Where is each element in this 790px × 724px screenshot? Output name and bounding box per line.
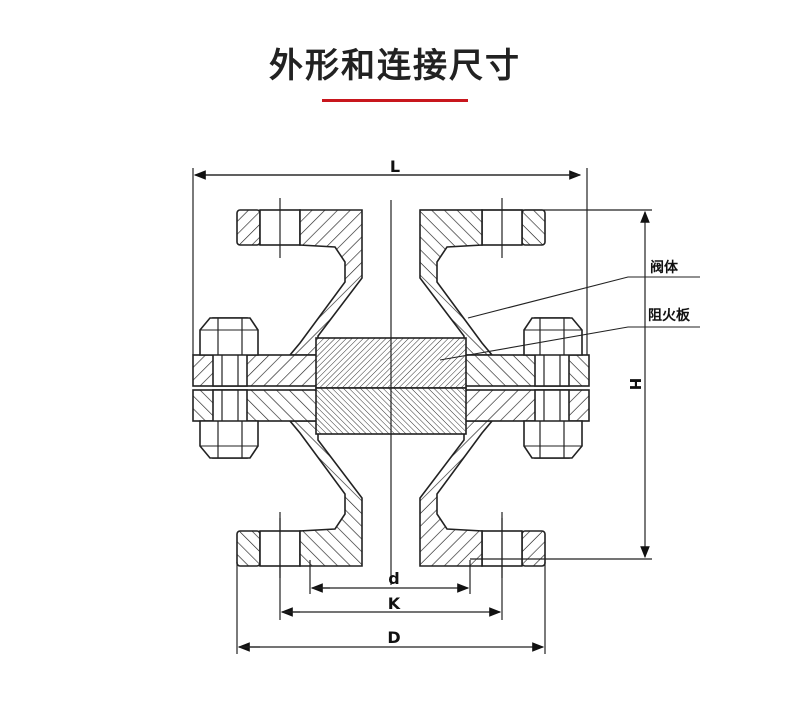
- dimension-label-D: D: [387, 628, 400, 647]
- dimension-lines-bottom: [236, 512, 546, 654]
- page-title: 外形和连接尺寸: [269, 46, 521, 86]
- callout-body: 阀体: [650, 259, 679, 276]
- title-underline: [322, 99, 468, 102]
- dimension-L: [192, 168, 588, 355]
- callout-flame-arrester-plate: 阻火板: [648, 307, 691, 324]
- callout-leaders: [439, 276, 700, 361]
- dimension-H: [420, 209, 652, 560]
- dimension-label-K: K: [388, 594, 401, 613]
- dimension-label-L: L: [390, 157, 400, 176]
- dimension-label-d: d: [388, 569, 399, 588]
- dimension-label-H: H: [626, 378, 644, 391]
